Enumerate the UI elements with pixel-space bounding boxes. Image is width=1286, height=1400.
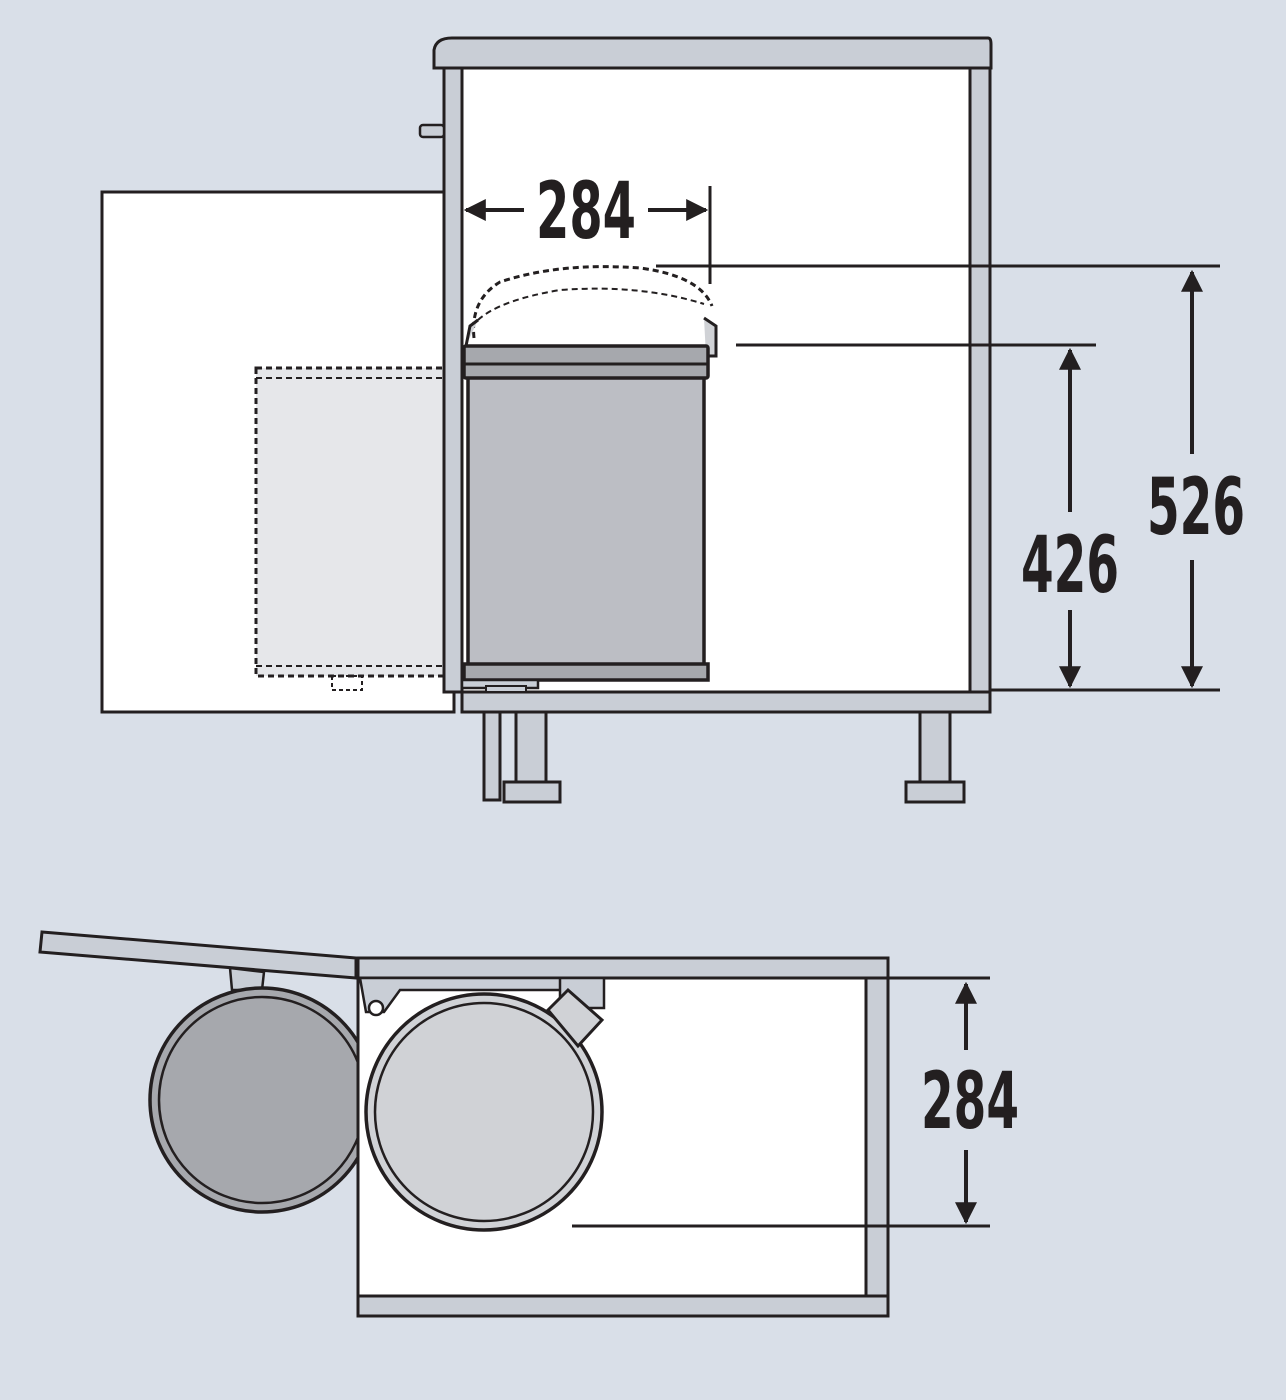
top-view-inner-bin	[364, 992, 604, 1232]
worktop	[432, 36, 993, 70]
depth-dimension-label: 284	[921, 1057, 1019, 1147]
depth-dimension: 284	[921, 981, 1019, 1225]
width-dimension-label: 284	[536, 167, 636, 257]
cabinet-right-panel	[968, 66, 992, 694]
bin-height-dimension: 426	[1021, 347, 1119, 689]
waste-bin-base	[462, 662, 710, 682]
total-height-dimension-label: 526	[1147, 463, 1245, 553]
cabinet-bottom	[460, 690, 992, 714]
width-dimension: 284	[463, 167, 712, 284]
cabinet-legs	[482, 710, 966, 804]
top-view: 284	[38, 930, 1019, 1318]
top-view-outer-bin	[148, 986, 376, 1214]
total-height-dimension: 526	[1147, 269, 1245, 689]
door-open-outline	[254, 366, 458, 678]
cabinet-handle	[418, 123, 446, 139]
top-view-open-door	[38, 930, 358, 980]
bin-height-dimension-label: 426	[1021, 521, 1119, 611]
waste-bin-rim	[462, 344, 710, 380]
cabinet-left-panel	[442, 66, 464, 694]
waste-bin-body	[466, 372, 706, 668]
bin-lid-open-outline	[472, 265, 714, 339]
side-view: 284 426 526	[100, 36, 1245, 804]
